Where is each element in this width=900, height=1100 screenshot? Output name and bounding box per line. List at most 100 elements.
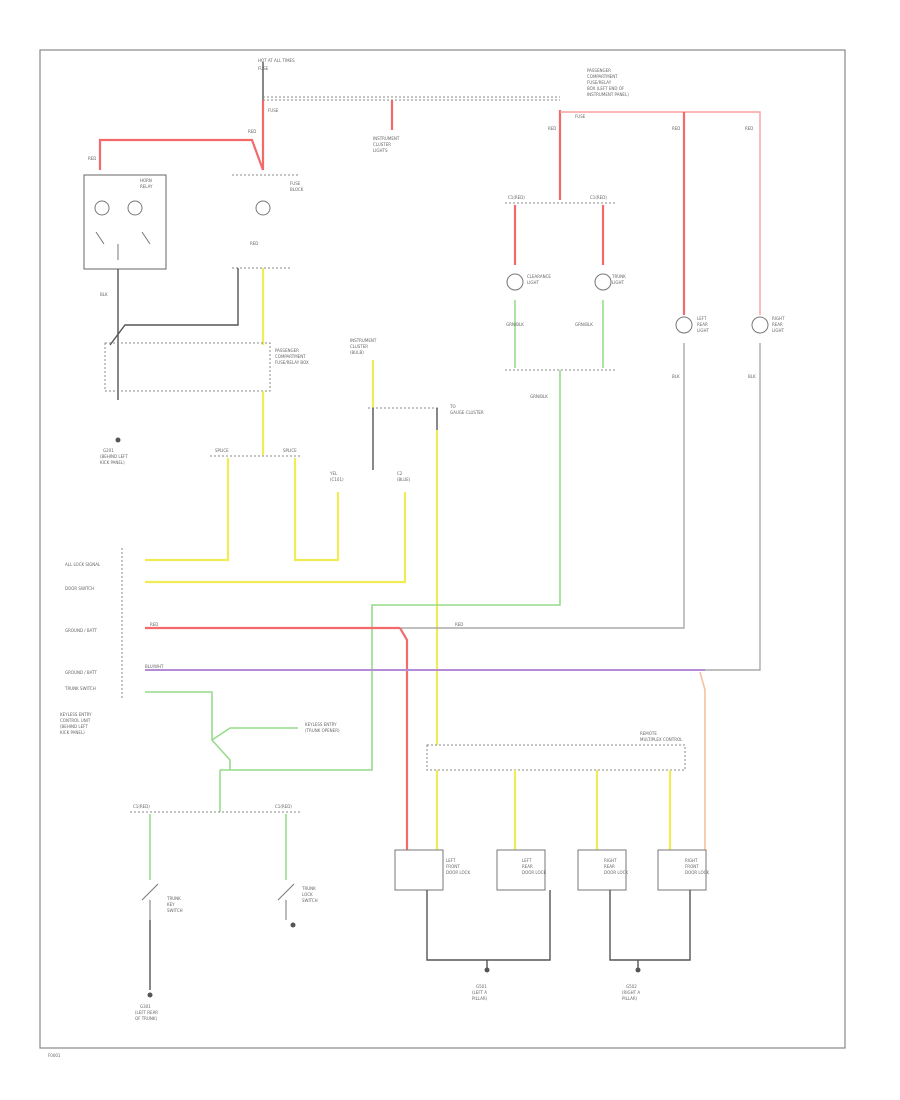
svg-text:ALL LOCK SIGNAL: ALL LOCK SIGNAL <box>65 562 101 567</box>
svg-text:REAR: REAR <box>772 322 783 327</box>
svg-text:GROUND / BATT: GROUND / BATT <box>65 670 97 675</box>
svg-text:CLUSTER: CLUSTER <box>350 344 368 349</box>
svg-text:LIGHT: LIGHT <box>772 328 785 333</box>
diagram-frame <box>39 49 846 1049</box>
svg-text:BLK: BLK <box>748 374 756 379</box>
wire-blk-ground-left <box>426 890 551 961</box>
svg-text:REAR: REAR <box>697 322 708 327</box>
svg-text:(RIGHT A: (RIGHT A <box>622 990 640 995</box>
svg-text:TRUNK: TRUNK <box>611 274 626 279</box>
svg-text:KEYLESS ENTRY: KEYLESS ENTRY <box>305 722 337 727</box>
door-lock-actuators: LEFT FRONT DOOR LOCK LEFT REAR DOOR LOCK… <box>394 849 709 891</box>
ground-g501 <box>484 967 490 973</box>
wire-red-horn-relay-feed <box>98 138 265 171</box>
svg-text:PILLAR): PILLAR) <box>622 996 638 1001</box>
svg-text:INSTRUMENT PANEL): INSTRUMENT PANEL) <box>587 92 629 97</box>
rear-lamp-relays: C1(RED) C1(RED) CLEARANCE LIGHT TRUNK LI… <box>505 195 626 371</box>
svg-text:G201: G201 <box>103 448 114 453</box>
svg-text:TRUNK SWITCH: TRUNK SWITCH <box>64 686 96 691</box>
svg-text:DOOR LOCK: DOOR LOCK <box>685 870 709 875</box>
svg-text:G502: G502 <box>626 984 637 989</box>
wire-blk-relay-loop <box>109 268 239 346</box>
svg-text:RED: RED <box>745 126 753 131</box>
svg-text:OF TRUNK): OF TRUNK) <box>135 1016 157 1021</box>
wire-yel-loop-2 <box>293 458 340 562</box>
wire-yel-to-module-2 <box>145 492 407 584</box>
wire-red-thin-far-right <box>560 111 761 315</box>
svg-text:LEFT: LEFT <box>522 858 532 863</box>
svg-text:(BEHIND LEFT: (BEHIND LEFT <box>60 724 88 729</box>
svg-text:C2: C2 <box>397 471 403 476</box>
ground-g502 <box>635 967 641 973</box>
svg-text:RED: RED <box>150 622 158 627</box>
svg-text:BLU/WHT: BLU/WHT <box>145 664 164 669</box>
ground-g301 <box>147 992 153 998</box>
ground-g201 <box>115 437 121 443</box>
svg-text:SPLICE: SPLICE <box>283 448 297 453</box>
svg-text:PILLAR): PILLAR) <box>472 996 488 1001</box>
svg-text:BLK: BLK <box>100 292 108 297</box>
svg-text:KEY: KEY <box>167 902 175 907</box>
svg-text:PASSENGER: PASSENGER <box>587 68 611 73</box>
svg-text:TRUNK: TRUNK <box>301 886 316 891</box>
svg-text:SWITCH: SWITCH <box>167 908 183 913</box>
svg-text:SWITCH: SWITCH <box>302 898 318 903</box>
svg-text:RED: RED <box>548 126 556 131</box>
svg-text:RED: RED <box>250 241 258 246</box>
svg-text:(BEHIND LEFT: (BEHIND LEFT <box>100 454 128 459</box>
svg-text:(LEFT REAR: (LEFT REAR <box>135 1010 158 1015</box>
wire-gry-right-1 <box>145 343 685 629</box>
svg-text:LIGHT: LIGHT <box>527 280 540 285</box>
svg-text:FUSE: FUSE <box>290 181 301 186</box>
svg-text:RIGHT: RIGHT <box>772 316 785 321</box>
horn-relay: HORN RELAY <box>83 174 167 270</box>
svg-text:G301: G301 <box>140 1004 151 1009</box>
svg-text:BOX (LEFT END OF: BOX (LEFT END OF <box>587 86 625 91</box>
svg-text:MULTIPLEX CONTROL: MULTIPLEX CONTROL <box>640 737 683 742</box>
svg-text:LEFT: LEFT <box>446 858 456 863</box>
svg-text:KEYLESS ENTRY: KEYLESS ENTRY <box>60 712 92 717</box>
svg-text:LIGHTS: LIGHTS <box>373 148 388 153</box>
fuse-block-2: FUSE BLOCK RED <box>232 174 304 246</box>
svg-text:FRONT: FRONT <box>685 864 699 869</box>
svg-text:RIGHT: RIGHT <box>685 858 698 863</box>
svg-text:BLK: BLK <box>672 374 680 379</box>
instrument-cluster-connector: INSTRUMENT CLUSTER (BULB) TO GAUGE CLUST… <box>350 338 484 470</box>
svg-text:INSTRUMENT: INSTRUMENT <box>350 338 377 343</box>
trunk-key-switches: TRUNK KEY SWITCH TRUNK LOCK SWITCH <box>141 883 318 928</box>
svg-text:LOCK: LOCK <box>302 892 313 897</box>
svg-text:FUSE: FUSE <box>575 114 586 119</box>
svg-text:CLUSTER: CLUSTER <box>373 142 391 147</box>
svg-text:RED: RED <box>455 622 463 627</box>
svg-text:C1(RED): C1(RED) <box>275 804 292 809</box>
svg-text:RED: RED <box>88 156 96 161</box>
svg-text:KICK PANEL): KICK PANEL) <box>100 460 125 465</box>
svg-text:CLEARANCE: CLEARANCE <box>527 274 551 279</box>
svg-text:GRN/BLK: GRN/BLK <box>575 322 593 327</box>
svg-text:FUSE: FUSE <box>268 108 279 113</box>
wire-gry-right-2 <box>705 343 761 671</box>
svg-text:FUSE: FUSE <box>258 66 269 71</box>
svg-text:LIGHT: LIGHT <box>612 280 625 285</box>
svg-text:HORN: HORN <box>140 178 152 183</box>
svg-text:SPLICE: SPLICE <box>215 448 229 453</box>
instrument-cluster-drop: INSTRUMENT CLUSTER LIGHTS <box>373 100 400 153</box>
svg-text:PASSENGER: PASSENGER <box>275 348 299 353</box>
svg-text:LEFT: LEFT <box>697 316 707 321</box>
svg-text:YEL: YEL <box>329 471 338 476</box>
svg-text:HOT AT ALL TIMES: HOT AT ALL TIMES <box>258 58 295 63</box>
svg-text:DOOR LOCK: DOOR LOCK <box>446 870 470 875</box>
svg-text:COMPARTMENT: COMPARTMENT <box>587 74 618 79</box>
wire-org-right-door <box>699 671 706 850</box>
svg-text:RED: RED <box>672 126 680 131</box>
svg-text:RELAY: RELAY <box>140 184 153 189</box>
svg-text:REMOTE: REMOTE <box>640 731 657 736</box>
wire-yel-to-module-1 <box>145 458 230 562</box>
svg-text:DOOR LOCK: DOOR LOCK <box>604 870 628 875</box>
svg-text:TO: TO <box>449 404 456 409</box>
svg-text:(BLUE): (BLUE) <box>397 477 411 482</box>
svg-text:BLOCK: BLOCK <box>290 187 304 192</box>
passenger-compartment-fuse-label: PASSENGER COMPARTMENT FUSE/RELAY BOX (LE… <box>587 68 629 97</box>
svg-text:GROUND / BATT: GROUND / BATT <box>65 628 97 633</box>
